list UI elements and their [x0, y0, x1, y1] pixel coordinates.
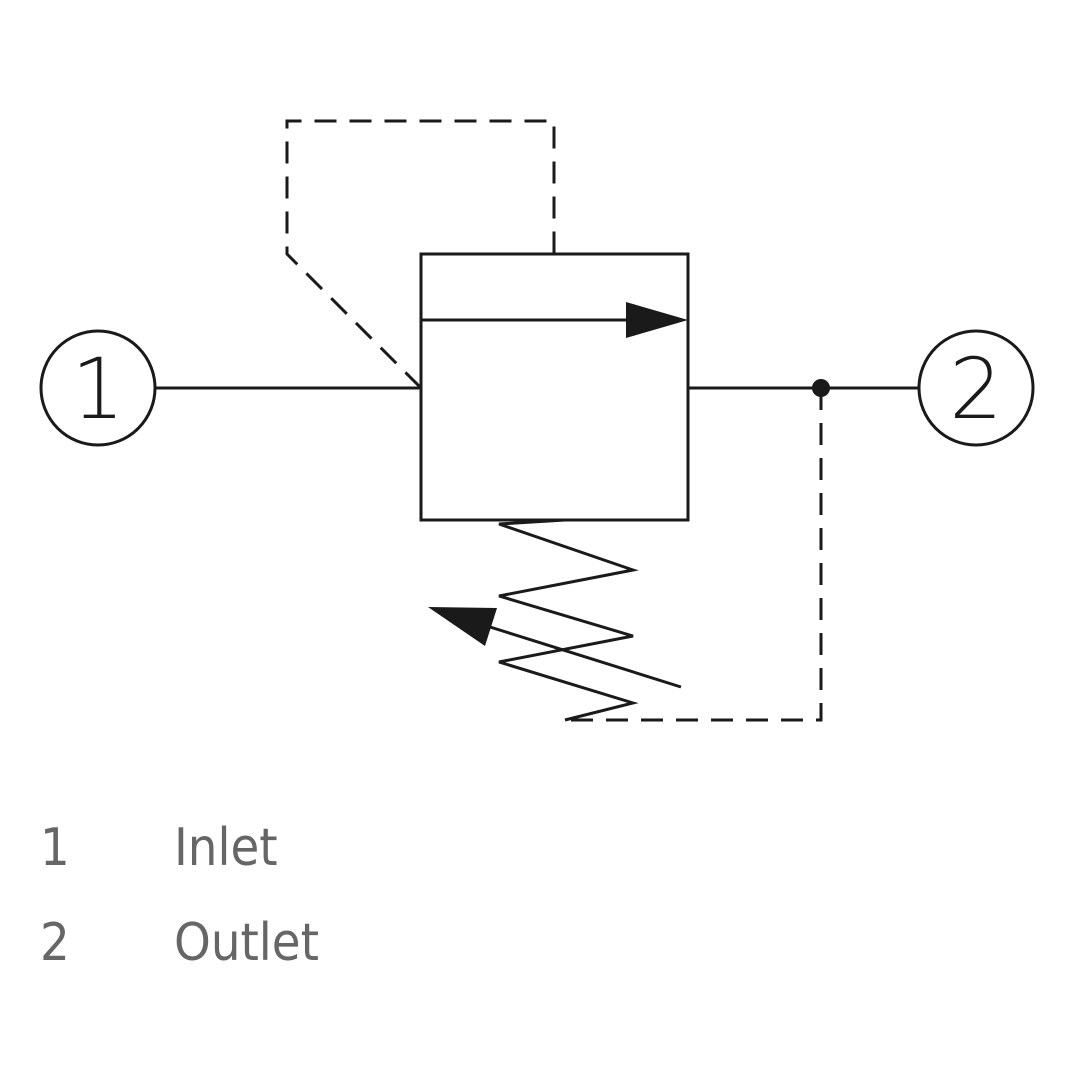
pilot-line-lower [565, 388, 823, 722]
legend-text: Inlet [174, 817, 278, 878]
legend-item: 1 Inlet [40, 800, 640, 895]
legend-text: Outlet [174, 912, 319, 973]
flow-arrow [421, 302, 688, 338]
port-2: 2 [917, 329, 1035, 447]
port-1-label: 1 [71, 340, 124, 438]
port-2-label: 2 [949, 340, 1002, 438]
pilot-line-upper [285, 119, 556, 390]
port-1: 1 [39, 329, 157, 447]
legend: 1 Inlet 2 Outlet [40, 800, 640, 990]
legend-number: 1 [40, 817, 70, 878]
valve-body [419, 252, 690, 522]
spring [498, 518, 639, 722]
legend-number: 2 [40, 912, 70, 973]
adjustment-arrow [428, 607, 682, 689]
legend-item: 2 Outlet [40, 895, 640, 990]
pressure-reducing-valve-diagram: 1 2 [39, 119, 1035, 722]
